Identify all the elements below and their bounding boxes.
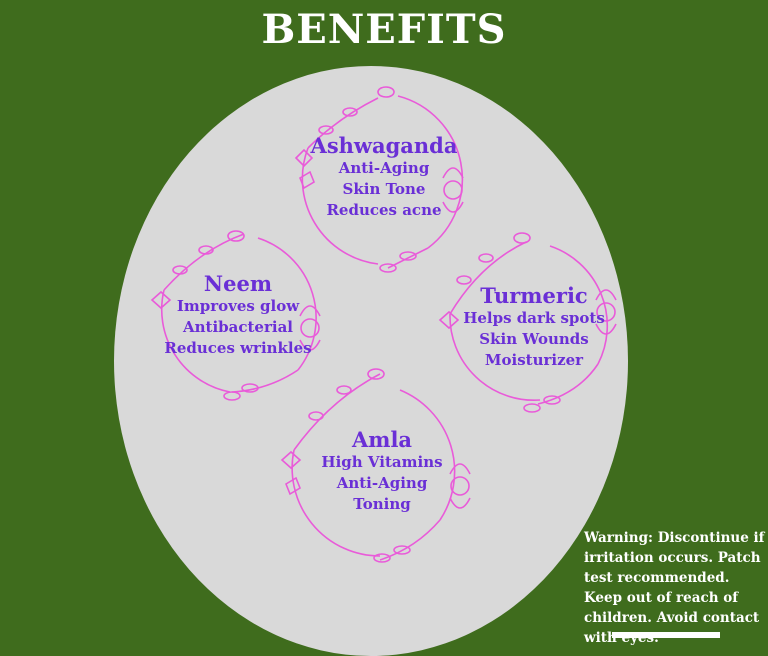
herb-name: Neem (203, 271, 273, 296)
herb-benefit: Anti-Aging (338, 159, 430, 177)
herb-benefit: Skin Wounds (479, 330, 589, 348)
herb-card-amla: Amla High Vitamins Anti-Aging Toning (292, 428, 472, 515)
herb-benefit: Improves glow (176, 297, 300, 315)
floral-wreath-neem (140, 220, 340, 410)
floral-wreath-ashwaganda (278, 78, 478, 278)
herb-name: Amla (351, 427, 413, 452)
herb-card-neem: Neem Improves glow Antibacterial Reduces… (148, 272, 328, 359)
herb-benefit: Antibacterial (182, 318, 293, 336)
herb-benefit: High Vitamins (321, 453, 443, 471)
herb-card-ashwaganda: Ashwaganda Anti-Aging Skin Tone Reduces … (294, 134, 474, 221)
bottom-divider (612, 632, 720, 638)
herb-benefit: Reduces acne (326, 201, 442, 219)
herb-benefit: Helps dark spots (463, 309, 605, 327)
benefits-circle (114, 66, 628, 656)
page-title: BENEFITS (261, 6, 507, 53)
herb-benefit: Toning (353, 495, 411, 513)
herb-benefit: Skin Tone (342, 180, 426, 198)
herb-benefit: Anti-Aging (336, 474, 428, 492)
herb-benefit: Moisturizer (484, 351, 584, 369)
warning-text: Warning: Discontinue if irritation occur… (584, 530, 765, 646)
herb-name: Turmeric (480, 283, 588, 308)
herb-name: Ashwaganda (310, 133, 458, 158)
herb-benefit: Reduces wrinkles (164, 339, 312, 357)
floral-wreath-amla (270, 360, 480, 570)
herb-card-turmeric: Turmeric Helps dark spots Skin Wounds Mo… (444, 284, 624, 371)
floral-wreath-turmeric (430, 224, 630, 420)
